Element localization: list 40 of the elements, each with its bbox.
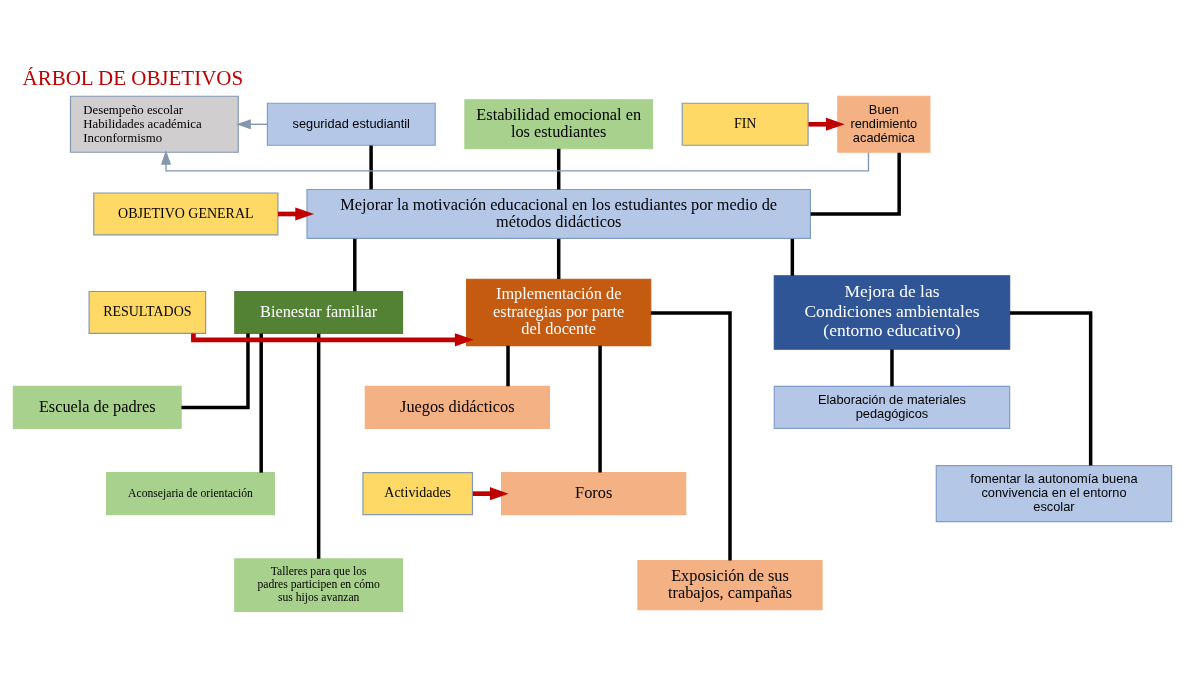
node-box: Mejora de las Condiciones ambientales (entorno educativo) <box>773 275 1011 350</box>
connector <box>810 152 901 216</box>
arrow <box>472 487 509 501</box>
connector <box>556 148 561 190</box>
node-box: Actividades <box>362 472 474 516</box>
connector <box>506 345 510 387</box>
arrow <box>160 150 870 172</box>
connector <box>556 238 561 280</box>
connector <box>259 333 263 473</box>
arrow <box>278 207 314 221</box>
node-box: FIN <box>681 102 809 146</box>
node-box: Elaboración de materiales pedagógicos <box>773 385 1011 429</box>
connector <box>598 345 602 473</box>
node-box: Implementación de estrategias por parte del docente <box>466 278 652 347</box>
node-box: Estabilidad emocional en los estudiantes <box>464 99 654 150</box>
connector <box>650 311 732 561</box>
connector <box>790 238 795 276</box>
node-box: Aconsejaria de orientación <box>106 472 275 516</box>
node-box: seguridad estudiantil <box>266 102 436 146</box>
node-box: Mejorar la motivación educacional en los estudiantes por medio de métodos didácticos <box>306 188 811 240</box>
diagram-title: ÁRBOL DE OBJETIVOS <box>22 66 244 91</box>
arrow <box>191 333 474 347</box>
node-box: RESULTADOS <box>88 290 207 334</box>
connector <box>1009 311 1093 466</box>
node-box: fomentar la autonomía buena convivencia en el entorno escolar <box>935 465 1173 523</box>
connector <box>890 349 894 387</box>
arrow <box>808 117 845 131</box>
connector <box>369 145 373 190</box>
node-box: OBJETIVO GENERAL <box>93 192 279 236</box>
connector <box>353 238 357 292</box>
connector <box>316 333 321 559</box>
connector <box>181 333 250 410</box>
node-box: Talleres para que los padres participen en cómo sus hijos avanzan <box>234 558 404 612</box>
node-box: Buen rendimiento académica <box>837 95 931 153</box>
node-box: Exposición de sus trabajos, campañas <box>637 560 823 611</box>
node-box: Foros <box>501 472 687 516</box>
node-box: Escuela de padres <box>12 385 182 429</box>
node-box: Bienestar familiar <box>234 290 404 334</box>
node-box: Desempeño escolar Habilidades académica Inconformismo <box>69 95 239 153</box>
node-box: Juegos didácticos <box>364 385 550 429</box>
